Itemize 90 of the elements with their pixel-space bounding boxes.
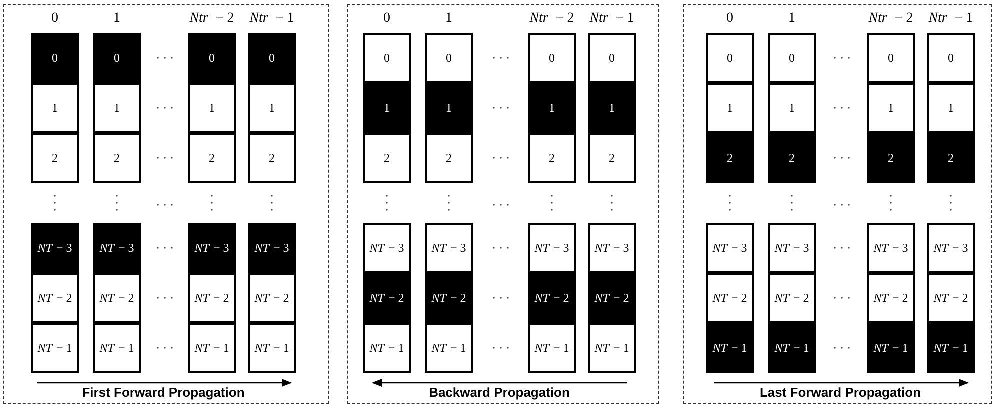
active-cell: NT − 2 bbox=[528, 273, 576, 323]
column-header: 0 bbox=[384, 11, 390, 27]
memory-cell: NT − 1 bbox=[248, 323, 296, 373]
memory-cell: NT − 2 bbox=[867, 273, 915, 323]
column-header: Ntr − 1 bbox=[928, 11, 974, 27]
memory-cell: 1 bbox=[768, 83, 816, 133]
column-header: 1 bbox=[446, 11, 452, 27]
column-header: 0 bbox=[52, 11, 58, 27]
memory-cell: NT − 2 bbox=[927, 273, 975, 323]
memory-cell: NT − 2 bbox=[248, 273, 296, 323]
memory-cell: 2 bbox=[248, 133, 296, 183]
active-cell: NT − 2 bbox=[425, 273, 473, 323]
active-cell: 1 bbox=[588, 83, 636, 133]
column-header: 1 bbox=[114, 11, 120, 27]
memory-cell: 0 bbox=[528, 33, 576, 83]
memory-cell: NT − 3 bbox=[867, 223, 915, 273]
memory-cell: 1 bbox=[927, 83, 975, 133]
memory-cell: NT − 3 bbox=[363, 223, 411, 273]
memory-cell: 2 bbox=[528, 133, 576, 183]
column-header: 0 bbox=[726, 11, 734, 27]
panel-title: Backward Propagation bbox=[429, 385, 570, 400]
memory-cell: 0 bbox=[363, 33, 411, 83]
memory-cell: 0 bbox=[867, 33, 915, 83]
column-header: Ntr − 2 bbox=[530, 11, 574, 27]
memory-cell: NT − 3 bbox=[927, 223, 975, 273]
memory-cell: NT − 1 bbox=[528, 323, 576, 373]
memory-cell: NT − 3 bbox=[425, 223, 473, 273]
panel-title: First Forward Propagation bbox=[82, 385, 245, 400]
panel-frame bbox=[3, 4, 329, 404]
active-cell: NT − 2 bbox=[588, 273, 636, 323]
memory-cell: 1 bbox=[248, 83, 296, 133]
column-header: Ntr − 2 bbox=[190, 11, 234, 27]
active-cell: 1 bbox=[528, 83, 576, 133]
active-cell: NT − 2 bbox=[363, 273, 411, 323]
active-cell: 2 bbox=[927, 133, 975, 183]
memory-cell: NT − 3 bbox=[528, 223, 576, 273]
memory-cell: 2 bbox=[425, 133, 473, 183]
memory-cell: NT − 2 bbox=[93, 273, 141, 323]
memory-cell: NT − 1 bbox=[363, 323, 411, 373]
active-cell: 0 bbox=[188, 33, 236, 83]
column-header: Ntr − 2 bbox=[868, 11, 914, 27]
memory-cell: NT − 3 bbox=[768, 223, 816, 273]
active-cell: 1 bbox=[363, 83, 411, 133]
active-cell: NT − 3 bbox=[93, 223, 141, 273]
memory-cell: NT − 2 bbox=[31, 273, 79, 323]
memory-cell: 2 bbox=[31, 133, 79, 183]
panel-title: Last Forward Propagation bbox=[760, 385, 922, 400]
column-header: 1 bbox=[788, 11, 796, 27]
memory-cell: 0 bbox=[706, 33, 754, 83]
active-cell: 0 bbox=[31, 33, 79, 83]
memory-cell: 2 bbox=[188, 133, 236, 183]
panel-frame bbox=[683, 4, 992, 404]
active-cell: NT − 3 bbox=[248, 223, 296, 273]
memory-cell: NT − 1 bbox=[188, 323, 236, 373]
memory-cell: NT − 1 bbox=[31, 323, 79, 373]
active-cell: 2 bbox=[867, 133, 915, 183]
memory-cell: 1 bbox=[31, 83, 79, 133]
memory-cell: 2 bbox=[588, 133, 636, 183]
memory-cell: NT − 1 bbox=[93, 323, 141, 373]
memory-cell: 1 bbox=[93, 83, 141, 133]
active-cell: NT − 1 bbox=[768, 323, 816, 373]
memory-cell: NT − 1 bbox=[588, 323, 636, 373]
memory-cell: NT − 3 bbox=[706, 223, 754, 273]
memory-cell: NT − 3 bbox=[588, 223, 636, 273]
active-cell: NT − 1 bbox=[706, 323, 754, 373]
active-cell: NT − 1 bbox=[867, 323, 915, 373]
active-cell: 1 bbox=[425, 83, 473, 133]
column-header: Ntr − 1 bbox=[250, 11, 294, 27]
active-cell: 0 bbox=[248, 33, 296, 83]
memory-cell: 1 bbox=[188, 83, 236, 133]
column-header: Ntr − 1 bbox=[590, 11, 634, 27]
active-cell: NT − 3 bbox=[188, 223, 236, 273]
memory-cell: 0 bbox=[425, 33, 473, 83]
active-cell: 2 bbox=[706, 133, 754, 183]
memory-cell: 2 bbox=[93, 133, 141, 183]
memory-cell: 1 bbox=[706, 83, 754, 133]
memory-cell: 0 bbox=[768, 33, 816, 83]
memory-cell: 0 bbox=[927, 33, 975, 83]
active-cell: NT − 1 bbox=[927, 323, 975, 373]
memory-cell: 1 bbox=[867, 83, 915, 133]
active-cell: 2 bbox=[768, 133, 816, 183]
memory-cell: 0 bbox=[588, 33, 636, 83]
panel-frame bbox=[347, 4, 659, 404]
active-cell: 0 bbox=[93, 33, 141, 83]
memory-cell: NT − 2 bbox=[706, 273, 754, 323]
active-cell: NT − 3 bbox=[31, 223, 79, 273]
memory-cell: NT − 1 bbox=[425, 323, 473, 373]
memory-cell: 2 bbox=[363, 133, 411, 183]
memory-cell: NT − 2 bbox=[768, 273, 816, 323]
memory-cell: NT − 2 bbox=[188, 273, 236, 323]
